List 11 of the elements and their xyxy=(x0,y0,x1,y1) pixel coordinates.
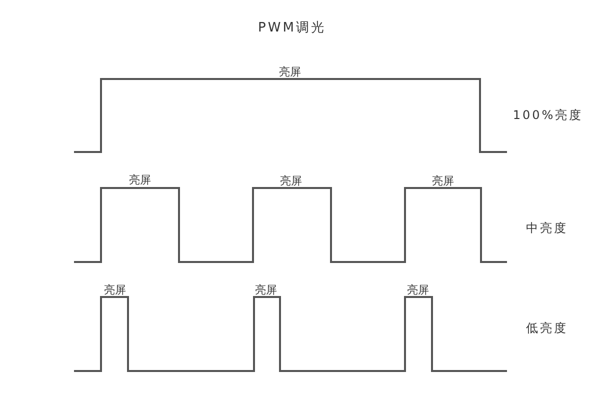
pulse-label: 亮屏 xyxy=(104,284,126,296)
row-label: 低亮度 xyxy=(526,322,568,334)
pulse-label: 亮屏 xyxy=(279,66,301,78)
title: PWM调光 xyxy=(258,22,326,34)
row-label: 中亮度 xyxy=(526,222,568,234)
row-label: 100%亮度 xyxy=(512,109,584,121)
pulse-label: 亮屏 xyxy=(280,176,302,186)
pulse-label: 亮屏 xyxy=(129,174,151,186)
pulse-label: 亮屏 xyxy=(407,284,429,296)
pulse-label: 亮屏 xyxy=(432,176,454,186)
pulse-label: 亮屏 xyxy=(255,284,277,296)
